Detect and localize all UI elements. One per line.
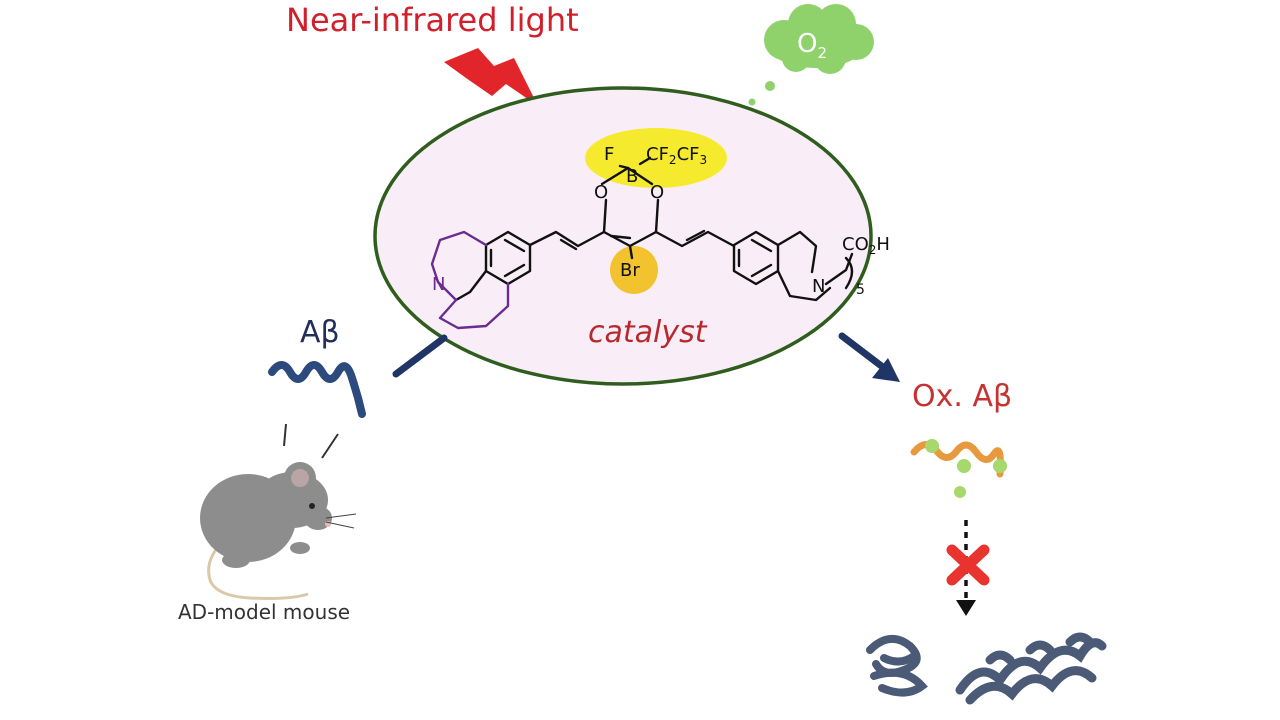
inhibition-cross-icon <box>946 544 990 586</box>
lightning-icon <box>444 48 538 106</box>
motion-line <box>321 433 339 459</box>
nitrogen-atom-right: N <box>812 276 825 297</box>
near-infrared-title: Near-infrared light <box>286 1 579 39</box>
bromine-atom: Br <box>620 260 640 281</box>
nitrogen-atom-left: N <box>432 274 445 295</box>
boron-atom: B <box>626 166 638 187</box>
chain-repeat-count: 5 <box>856 282 865 298</box>
aggregate-clump-icon <box>866 635 928 697</box>
motion-line <box>283 423 287 447</box>
oxygen-atom-right: O <box>650 182 664 203</box>
cloud-dot <box>748 98 756 106</box>
fibril-aggregate-icon <box>955 632 1107 705</box>
fluorine-atom: F <box>604 144 614 165</box>
mouse-icon <box>200 462 357 600</box>
catalyst-ellipse <box>373 86 873 386</box>
carboxylic-acid-group: CO2H <box>842 234 890 257</box>
oxygen-text: O2 <box>797 29 827 62</box>
input-arrow <box>392 334 448 378</box>
oxidized-amyloid-beta <box>910 439 1007 498</box>
bromine-highlight <box>610 246 658 294</box>
cloud-dot <box>765 81 775 91</box>
oxidized-amyloid-beta-label: Ox. Aβ <box>912 379 1013 414</box>
catalyst-label: catalyst <box>588 315 707 350</box>
output-arrow <box>838 332 900 382</box>
catalyst-atom-labels: F B CF2CF3 O O Br N N CO2H 5 <box>432 144 890 298</box>
oxygen-atom-left: O <box>594 182 608 203</box>
oxygen-cloud: O2 <box>731 4 874 123</box>
catalyst-structure <box>430 156 854 330</box>
perfluoroethyl-group: CF2CF3 <box>646 144 707 167</box>
amyloid-beta-peptide <box>268 361 366 418</box>
amyloid-beta-label: Aβ <box>300 315 340 350</box>
mouse-label: AD-model mouse <box>178 600 351 624</box>
